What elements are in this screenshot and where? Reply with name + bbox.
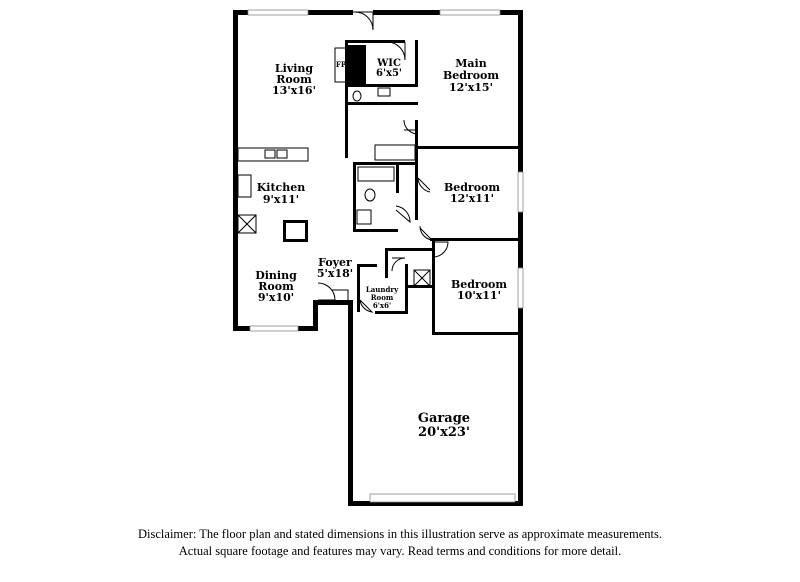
svg-text:Living: Living — [275, 62, 313, 75]
svg-text:6'x5': 6'x5' — [376, 68, 402, 79]
disclaimer-line-1: Disclaimer: The floor plan and stated di… — [138, 527, 662, 541]
svg-text:Laundry: Laundry — [366, 285, 399, 294]
svg-text:Room: Room — [258, 280, 294, 293]
bedroom-3-label: Bedroom 10'x11' — [451, 278, 507, 302]
svg-text:13'x16': 13'x16' — [272, 84, 316, 97]
dining-room-label: Dining Room 9'x10' — [255, 269, 297, 304]
foyer-label: Foyer 5'x18' — [317, 256, 353, 280]
svg-text:5'x18': 5'x18' — [317, 267, 353, 280]
svg-text:Foyer: Foyer — [318, 256, 352, 269]
svg-text:Main: Main — [455, 57, 486, 70]
svg-text:10'x11': 10'x11' — [457, 289, 501, 302]
garage-label: Garage 20'x23' — [418, 411, 470, 440]
svg-text:Bedroom: Bedroom — [451, 278, 507, 291]
svg-text:Room: Room — [276, 73, 312, 86]
svg-text:20'x23': 20'x23' — [418, 425, 470, 440]
living-room-label: Living Room 13'x16' — [272, 62, 316, 97]
svg-text:Garage: Garage — [418, 411, 470, 426]
main-bedroom-label: Main Bedroom 12'x15' — [443, 57, 499, 94]
laundry-room-label: Laundry Room 6'x6' — [366, 285, 399, 310]
svg-text:9'x11': 9'x11' — [263, 193, 299, 206]
svg-text:Bedroom: Bedroom — [444, 181, 500, 194]
interior-walls — [283, 40, 521, 335]
svg-text:Bedroom: Bedroom — [443, 69, 499, 82]
svg-text:9'x10': 9'x10' — [258, 291, 294, 304]
fireplace-label: FP — [336, 60, 347, 69]
svg-text:WIC: WIC — [376, 58, 401, 69]
fixtures — [237, 45, 431, 287]
bedroom-2-label: Bedroom 12'x11' — [444, 181, 500, 205]
disclaimer-line-2: Actual square footage and features may v… — [178, 544, 622, 558]
kitchen-label: Kitchen 9'x11' — [257, 181, 306, 206]
wic-label: WIC 6'x5' — [376, 58, 402, 79]
svg-text:Room: Room — [371, 293, 394, 302]
svg-text:12'x15': 12'x15' — [449, 81, 493, 94]
svg-text:Dining: Dining — [255, 269, 297, 282]
svg-text:FP: FP — [336, 60, 347, 69]
svg-text:Kitchen: Kitchen — [257, 181, 306, 194]
svg-text:6'x6': 6'x6' — [373, 301, 391, 310]
windows — [247, 9, 524, 503]
doors — [317, 11, 449, 313]
svg-text:12'x11': 12'x11' — [450, 192, 494, 205]
disclaimer: Disclaimer: The floor plan and stated di… — [0, 526, 800, 560]
